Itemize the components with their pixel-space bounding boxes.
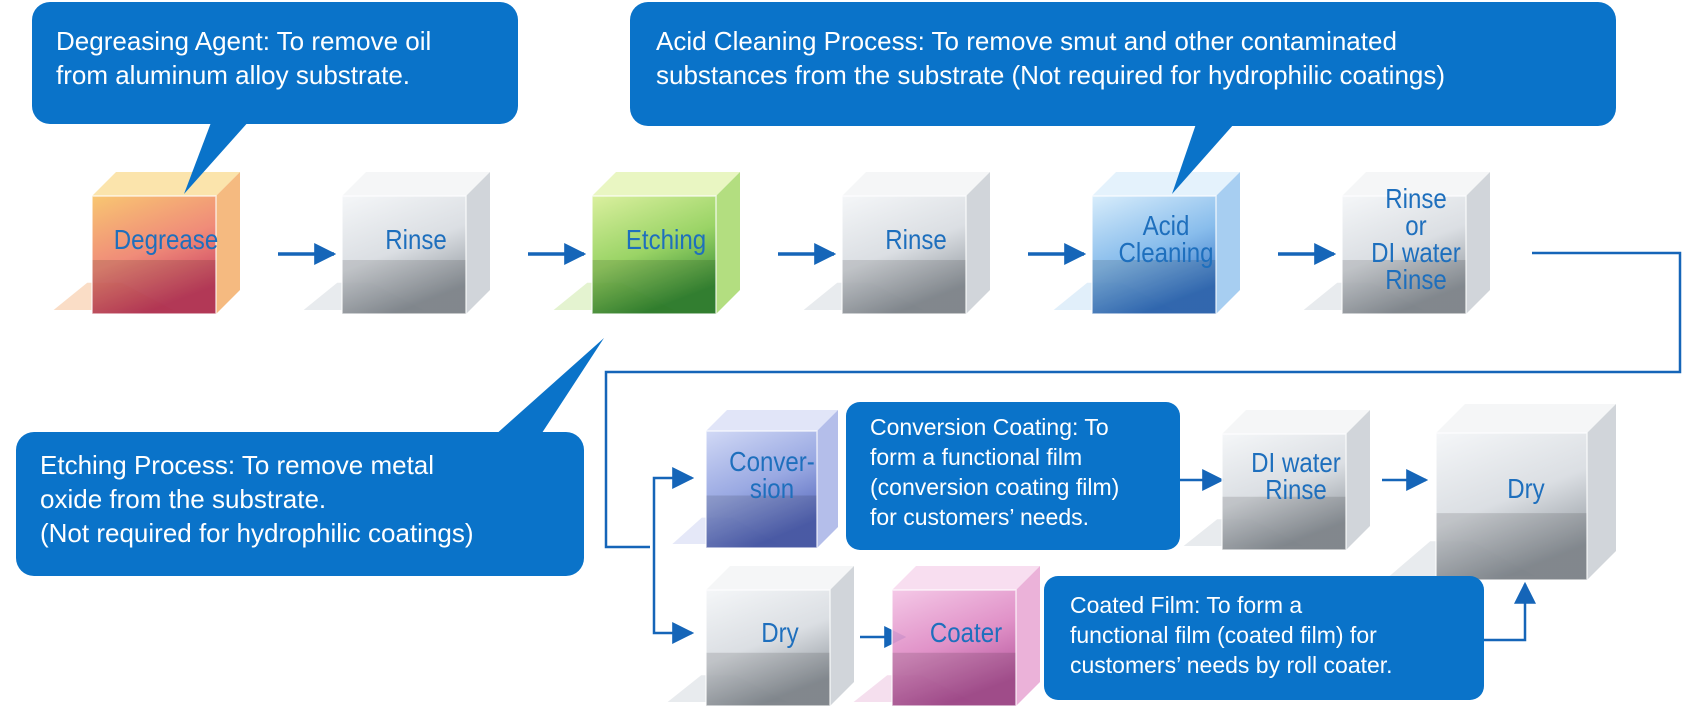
cube-conversion: Conver- sion	[672, 410, 838, 549]
cube-shape	[303, 172, 490, 315]
cube-shape	[553, 172, 740, 315]
cube-shape	[853, 566, 1040, 707]
cube-rinse-or-di-water-rinse: Rinse or DI water Rinse	[1303, 172, 1490, 315]
arrow-coated-to-dry	[1484, 581, 1536, 642]
cube-coater: Coater	[853, 566, 1040, 707]
callout-conversion-coating: Conversion Coating: To form a functional…	[846, 402, 1180, 550]
callout-coated-film: Coated Film: To form a functional film (…	[1044, 576, 1484, 700]
cube-degrease: Degrease	[53, 172, 240, 315]
cube-label: DI water Rinse	[1251, 447, 1341, 505]
cube-dry-final: Dry	[1389, 404, 1616, 581]
cube-etching: Etching	[553, 172, 740, 315]
cube-label: Conver- sion	[729, 446, 815, 504]
callout-etching: Etching Process: To remove metal oxide f…	[16, 432, 584, 576]
cube-acid-cleaning: Acid Cleaning	[1053, 172, 1240, 315]
cube-label: Rinse	[885, 223, 947, 255]
cube-shape	[1389, 404, 1616, 581]
cube-shape	[667, 566, 854, 707]
branch-to-dry	[652, 547, 695, 644]
cube-dry-coat: Dry	[667, 566, 854, 707]
cube-shape	[1183, 410, 1370, 551]
cube-shape	[803, 172, 990, 315]
cube-shape	[672, 410, 838, 549]
cube-label: Degrease	[113, 223, 219, 255]
cube-rinse: Rinse	[303, 172, 490, 315]
cube-label: Rinse	[385, 223, 447, 255]
cube-rinse: Rinse	[803, 172, 990, 315]
cube-label: Dry	[1507, 472, 1545, 504]
wrap-connector	[604, 251, 1682, 549]
cube-label: Coater	[929, 616, 1003, 648]
branch-to-conversion	[652, 467, 695, 547]
cube-label: Rinse or DI water Rinse	[1371, 183, 1461, 295]
cube-shape	[1303, 172, 1490, 315]
cube-di-water-rinse: DI water Rinse	[1183, 410, 1370, 551]
cube-label: Dry	[761, 616, 799, 648]
callout-acid-cleaning: Acid Cleaning Process: To remove smut an…	[630, 2, 1616, 126]
cube-shape	[53, 172, 240, 315]
cube-label: Etching	[625, 223, 707, 255]
cube-label: Acid Cleaning	[1118, 210, 1214, 268]
callout-degreasing-agent: Degreasing Agent: To remove oil from alu…	[32, 2, 518, 124]
